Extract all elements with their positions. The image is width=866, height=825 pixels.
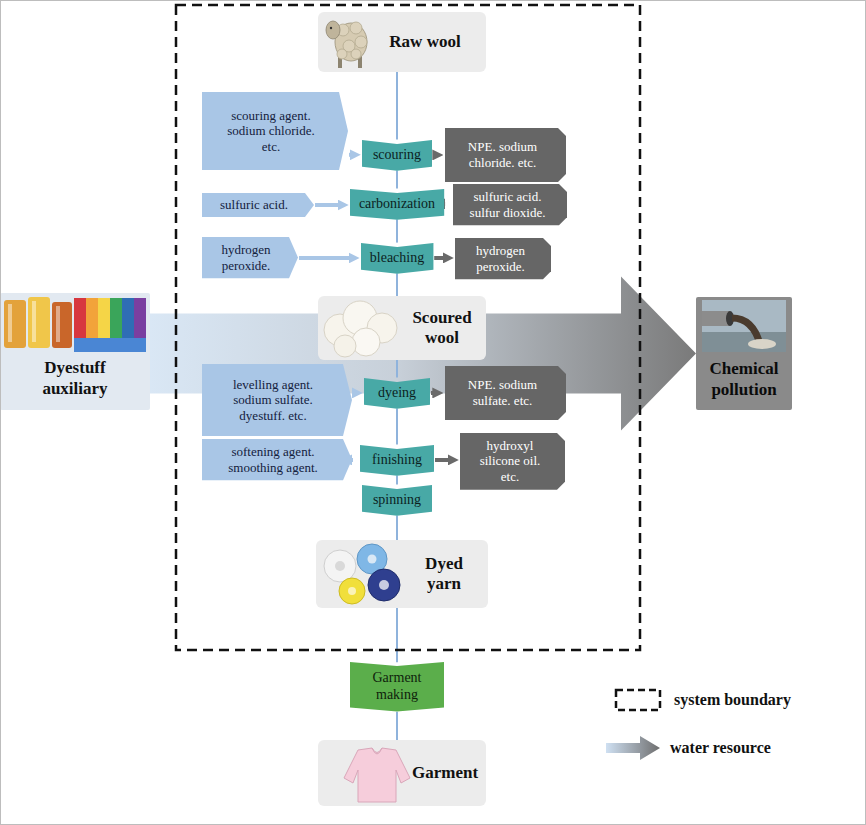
output-box: hydroxyl silicone oil. etc. [460, 433, 565, 490]
flow-line [396, 170, 398, 188]
box-label: spinning [373, 492, 421, 509]
box-label: NPE. sodium chloride. etc. [453, 139, 553, 170]
input-box-fill [202, 237, 298, 278]
input-box: scouring agent. sodium chloride. etc. [202, 92, 348, 170]
legend-arrow-sample [606, 736, 660, 760]
input-box-fill [202, 193, 314, 217]
flow-line [396, 72, 398, 140]
output-box: hydrogen peroxide. [455, 238, 551, 279]
input-box: sulfuric acid. [202, 193, 314, 217]
flow-line [396, 360, 398, 378]
legend-swatch [608, 686, 666, 714]
legend-boundary-sample [616, 690, 660, 710]
box-label: NPE. sodium sulfate. etc. [453, 377, 553, 408]
legend-label: water resource [670, 739, 771, 757]
box-label: levelling agent. sodium sulfate. dyestuf… [221, 377, 325, 424]
box-label: finishing [372, 452, 422, 469]
input-arrow [353, 391, 354, 395]
box-label: Garment making [359, 670, 435, 704]
input-box-fill [202, 92, 348, 170]
flow-line [396, 408, 398, 444]
output-box: sulfuric acid. sulfur dioxide. [453, 184, 567, 225]
box-label: dyeing [378, 385, 416, 402]
input-arrow [349, 153, 352, 157]
product-box: Raw wool [318, 12, 486, 72]
output-arrow [433, 153, 435, 157]
source-box: Dyestuff auxiliary [0, 293, 150, 410]
box-label: sulfuric acid. [220, 197, 288, 213]
box-label: softening agent. smoothing agent. [221, 444, 325, 475]
box-label: scouring [373, 147, 421, 164]
process-box: scouring [362, 140, 432, 171]
process-box: finishing [360, 445, 434, 476]
flow-line [396, 712, 398, 740]
process-box-fill [360, 445, 434, 476]
input-box: levelling agent. sodium sulfate. dyestuf… [202, 364, 352, 436]
flow-line [396, 219, 398, 242]
input-box: softening agent. smoothing agent. [202, 439, 352, 480]
box-label: Chemical pollution [700, 359, 788, 400]
process-box-fill [350, 189, 444, 220]
box-label: Scoured wool [406, 308, 478, 349]
box-label: scouring agent. sodium chloride. etc. [219, 108, 323, 155]
box-label: Dyestuff auxiliary [25, 358, 125, 399]
flow-line [396, 475, 398, 484]
process-box-fill [362, 140, 432, 171]
process-box: spinning [362, 485, 432, 516]
output-box-fill [453, 184, 567, 225]
output-box: NPE. sodium chloride. etc. [445, 128, 566, 182]
product-box: Garment [318, 740, 486, 806]
box-label: Raw wool [389, 32, 460, 52]
output-box-fill [445, 366, 566, 420]
product-box: Scoured wool [318, 296, 486, 360]
input-arrow [299, 256, 351, 260]
output-box-fill [460, 433, 565, 490]
input-box-fill [202, 364, 352, 436]
output-arrow [435, 458, 450, 462]
flow-line [396, 608, 398, 662]
process-box-fill [362, 485, 432, 516]
output-box-fill [455, 238, 551, 279]
box-label: hydroxyl silicone oil. etc. [470, 438, 550, 485]
output-box: NPE. sodium sulfate. etc. [445, 366, 566, 420]
process-box-fill [364, 378, 430, 409]
box-label: hydrogen peroxide. [468, 243, 534, 274]
box-label: Dyed yarn [408, 554, 480, 595]
process-box: Garment making [350, 662, 444, 712]
flow-line [396, 273, 398, 296]
flow-line [396, 515, 398, 540]
box-label: Garment [412, 763, 478, 783]
box-label: hydrogen peroxide. [213, 242, 279, 273]
sink-box: Chemical pollution [696, 297, 792, 410]
legend-item: system boundary [608, 686, 791, 714]
process-box: dyeing [364, 378, 430, 409]
input-box: hydrogen peroxide. [202, 237, 298, 278]
input-arrow [315, 203, 340, 207]
legend-item: water resource [604, 734, 771, 762]
box-label: sulfuric acid. sulfur dioxide. [460, 189, 556, 220]
box-label: bleaching [370, 250, 424, 267]
legend-label: system boundary [674, 691, 791, 709]
process-box: bleaching [361, 243, 433, 274]
output-arrow [431, 391, 435, 395]
output-box-fill [445, 128, 566, 182]
box-label: carbonization [359, 196, 435, 213]
input-box-fill [202, 439, 352, 480]
product-box: Dyed yarn [316, 540, 488, 608]
process-box: carbonization [350, 189, 444, 220]
output-arrow [434, 256, 445, 260]
process-box-fill [350, 662, 444, 712]
legend-swatch [604, 734, 662, 762]
system-boundary [176, 5, 640, 650]
process-box-fill [361, 243, 433, 274]
